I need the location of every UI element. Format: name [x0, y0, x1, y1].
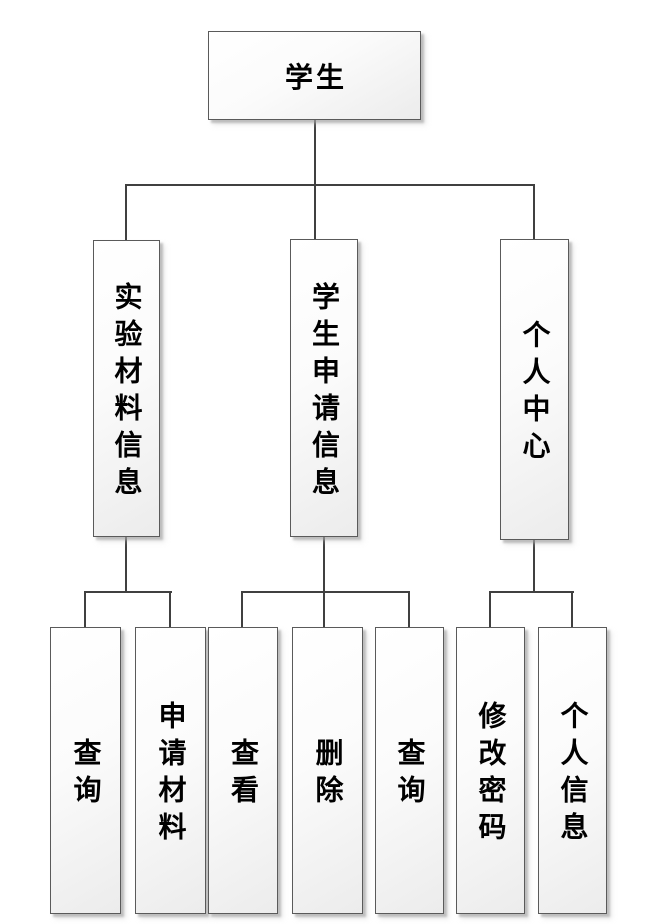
node-student: 学生 — [208, 31, 421, 120]
connector-group3-rail — [489, 591, 574, 593]
connector-group1-drop-1 — [84, 591, 86, 628]
node-delete-application: 删除 — [292, 627, 363, 914]
connector-level2-drop-left — [125, 184, 127, 240]
connector-group2-stem — [323, 536, 325, 628]
node-view-application: 查看 — [208, 627, 278, 914]
node-student-application-info: 学生申请信息 — [290, 239, 358, 537]
node-query-material-label: 查询 — [69, 738, 103, 812]
connector-level2-drop-right — [533, 184, 535, 240]
node-experiment-material-info-label: 实验材料信息 — [110, 282, 144, 504]
node-personal-center-label: 个人中心 — [518, 320, 552, 468]
node-apply-material-label: 申请材料 — [154, 701, 188, 849]
node-apply-material: 申请材料 — [135, 627, 206, 914]
node-personal-info-label: 个人信息 — [556, 701, 590, 849]
connector-group3-drop-2 — [571, 591, 573, 628]
connector-group1-rail — [84, 591, 172, 593]
node-query-application-label: 查询 — [393, 738, 427, 812]
node-delete-application-label: 删除 — [311, 738, 345, 812]
connector-group2-drop-3 — [408, 591, 410, 628]
node-personal-center: 个人中心 — [500, 239, 569, 540]
connector-level2-rail — [125, 184, 535, 186]
connector-group2-rail — [241, 591, 410, 593]
node-change-password-label: 修改密码 — [474, 701, 508, 849]
connector-group3-drop-1 — [489, 591, 491, 628]
connector-group1-stem — [125, 536, 127, 592]
connector-group1-drop-2 — [169, 591, 171, 628]
connector-group2-drop-1 — [241, 591, 243, 628]
node-student-label: 学生 — [284, 60, 347, 94]
connector-root-stem — [314, 119, 316, 240]
node-experiment-material-info: 实验材料信息 — [93, 240, 160, 537]
node-change-password: 修改密码 — [456, 627, 525, 914]
connector-group3-stem — [533, 539, 535, 593]
node-query-application: 查询 — [375, 627, 444, 914]
node-personal-info: 个人信息 — [538, 627, 607, 914]
node-query-material: 查询 — [50, 627, 121, 914]
node-view-application-label: 查看 — [227, 738, 260, 812]
node-student-application-info-label: 学生申请信息 — [308, 281, 341, 504]
